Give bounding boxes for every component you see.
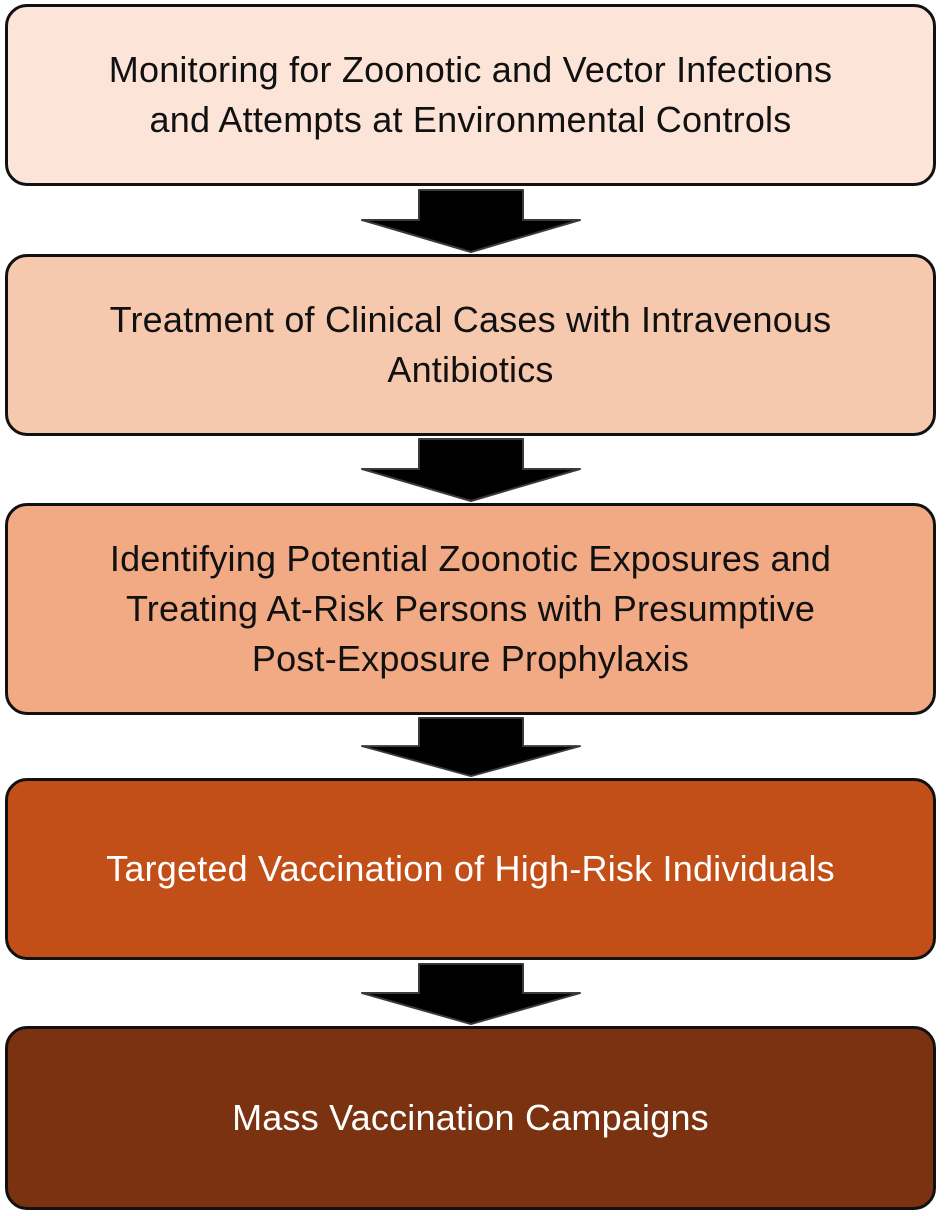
flow-step-3: Identifying Potential Zoonotic Exposures… [5, 503, 936, 715]
flow-step-2: Treatment of Clinical Cases with Intrave… [5, 254, 936, 436]
flow-step-4-line-1: Targeted Vaccination of High-Risk Indivi… [106, 848, 835, 889]
flow-step-2-text: Treatment of Clinical Cases with Intrave… [110, 295, 832, 395]
flow-step-1-line-2: and Attempts at Environmental Controls [149, 99, 792, 140]
flow-step-1-text: Monitoring for Zoonotic and Vector Infec… [109, 45, 832, 145]
flow-step-5-text: Mass Vaccination Campaigns [232, 1093, 709, 1143]
flow-step-4-text: Targeted Vaccination of High-Risk Indivi… [106, 844, 835, 894]
flow-step-1: Monitoring for Zoonotic and Vector Infec… [5, 4, 936, 186]
down-arrow-icon [361, 716, 581, 778]
flow-step-1-line-1: Monitoring for Zoonotic and Vector Infec… [108, 49, 833, 90]
down-arrow-icon [361, 962, 581, 1026]
flow-step-5-line-1: Mass Vaccination Campaigns [232, 1097, 709, 1138]
flow-step-3-line-3: Post-Exposure Prophylaxis [251, 638, 690, 679]
flow-step-3-line-1: Identifying Potential Zoonotic Exposures… [109, 538, 832, 579]
flow-step-3-text: Identifying Potential Zoonotic Exposures… [110, 534, 831, 684]
down-arrow-icon [361, 438, 581, 502]
flow-step-4: Targeted Vaccination of High-Risk Indivi… [5, 778, 936, 960]
flow-step-2-line-1: Treatment of Clinical Cases with Intrave… [109, 299, 832, 340]
flow-step-2-line-2: Antibiotics [387, 349, 554, 390]
flow-step-5: Mass Vaccination Campaigns [5, 1026, 936, 1210]
flow-step-3-line-2: Treating At-Risk Persons with Presumptiv… [125, 588, 816, 629]
down-arrow-icon [361, 189, 581, 253]
